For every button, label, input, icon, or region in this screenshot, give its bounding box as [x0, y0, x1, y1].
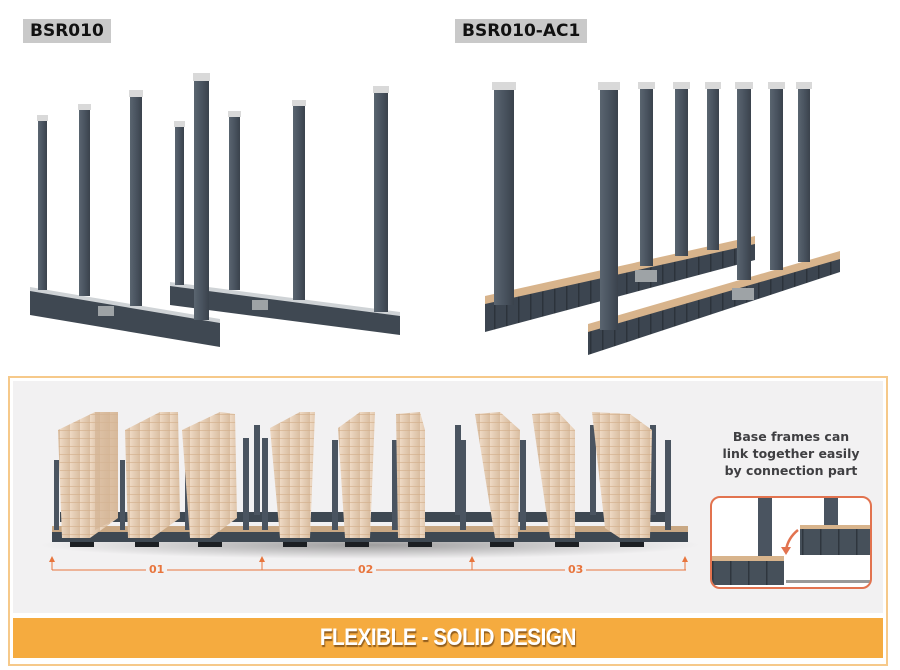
- segment-label-03: 03: [565, 563, 587, 576]
- connection-detail-inset: [710, 496, 872, 589]
- product-label-bsr010-ac1: BSR010-AC1: [455, 19, 588, 43]
- banner-title: FLEXIBLE - SOLID DESIGN: [319, 624, 577, 651]
- note-line-1: Base frames can: [732, 429, 850, 444]
- connection-note: Base frames can link together easily by …: [716, 428, 866, 479]
- arrow-icon: [781, 547, 791, 555]
- note-line-2: link together easily: [722, 446, 860, 461]
- linked-racks-with-slabs-image: [40, 400, 700, 560]
- feature-banner: FLEXIBLE - SOLID DESIGN: [13, 618, 883, 658]
- bsr010-rack-image: [20, 60, 420, 360]
- note-line-3: by connection part: [724, 463, 858, 478]
- bsr010-ac1-rack-image: [470, 60, 870, 360]
- product-label-bsr010: BSR010: [23, 19, 111, 43]
- segment-label-01: 01: [146, 563, 168, 576]
- segment-label-02: 02: [355, 563, 377, 576]
